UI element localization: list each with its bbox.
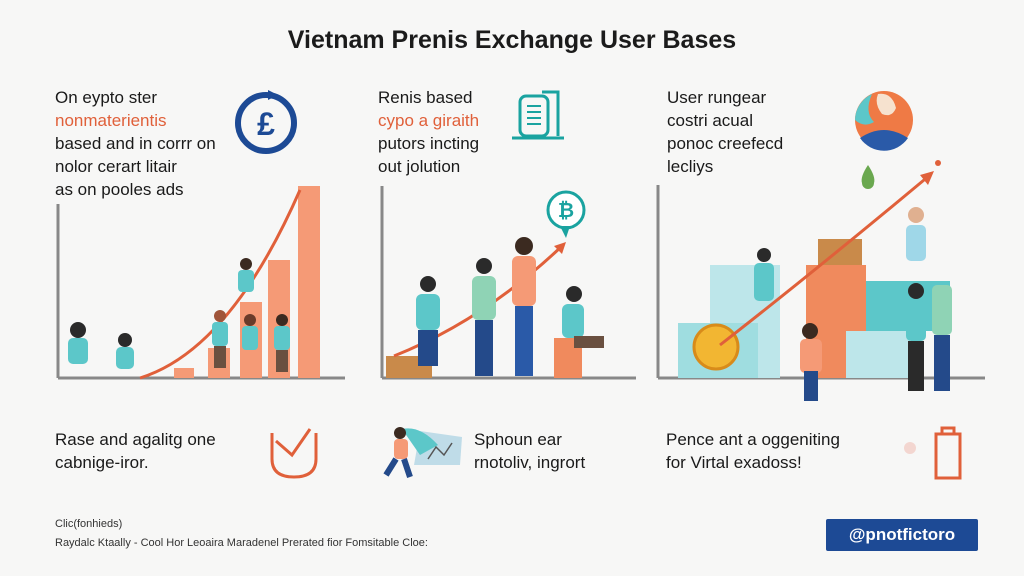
panel-3-chart [656,160,985,401]
leaf-drop-icon [861,165,875,189]
svg-text:₿: ₿ [558,200,574,222]
text-line: cabnige-iror. [55,453,149,472]
pound-coin-cycle-icon: £ [235,90,297,154]
bitcoin-chat-bubble-icon: ₿ [546,190,586,238]
panel-1-text: On eypto ster nonmaterientis based and i… [55,86,216,201]
footer-credit: Raydalc Ktaally - Cool Hor Leoaira Marad… [55,537,428,549]
text-line: Sphoun ear [474,430,562,449]
text-line: On eypto ster [55,88,158,107]
panel-3-bottom-text: Pence ant a oggeniting for Virtal exados… [666,428,840,474]
panel-1-bottom-text: Rase and agalitg one cabnige-iror. [55,428,216,474]
people-figures [416,237,604,376]
basket-check-icon [270,428,318,479]
text-line: out jolution [378,157,461,176]
brand-badge[interactable]: @pnotfictoro [826,519,978,551]
bar [298,186,320,378]
text-line: putors incting [378,134,480,153]
text-line: as on pooles ads [55,180,184,199]
highlight-line: nonmaterientis [55,111,167,130]
panel-3-text: User rungear costri acual ponoc creefecd… [667,86,783,178]
text-line: based and in corrr on [55,134,216,153]
text-line: costri acual [667,111,753,130]
text-line: ponoc creefecd [667,134,784,153]
text-line: lecliys [667,157,714,176]
footer-caption: Clic(fonhieds) [55,518,123,530]
text-line: Renis based [378,88,473,107]
panel-2-bottom-text: Sphoun ear rnotoliv, ingrort [474,428,585,474]
globe-avatar-icon [855,91,913,151]
panel-2-text: Renis based cypo a giraith putors inctin… [378,86,479,178]
text-line: User rungear [667,88,767,107]
coin [692,323,740,371]
people-figures [68,258,290,372]
text-line: for Virtal exadoss! [666,453,802,472]
trend-arrow [719,173,931,347]
page-title: Vietnam Prenis Exchange User Bases [287,26,737,54]
svg-text:£: £ [257,106,275,142]
text-line: rnotoliv, ingrort [474,453,586,472]
panel-1-chart [56,186,345,380]
building-document-icon [512,90,564,140]
people-figures [754,207,952,401]
box [846,331,910,378]
text-line: nolor cerart litair [55,157,177,176]
text-line: Pence ant a oggeniting [666,430,840,449]
person-chart-icon [383,427,462,478]
text-line: Rase and agalitg one [55,430,216,449]
battery-icon [904,426,962,480]
bar [174,368,194,378]
panel-2-chart: ₿ [380,186,636,380]
highlight-line: cypo a giraith [378,111,480,130]
